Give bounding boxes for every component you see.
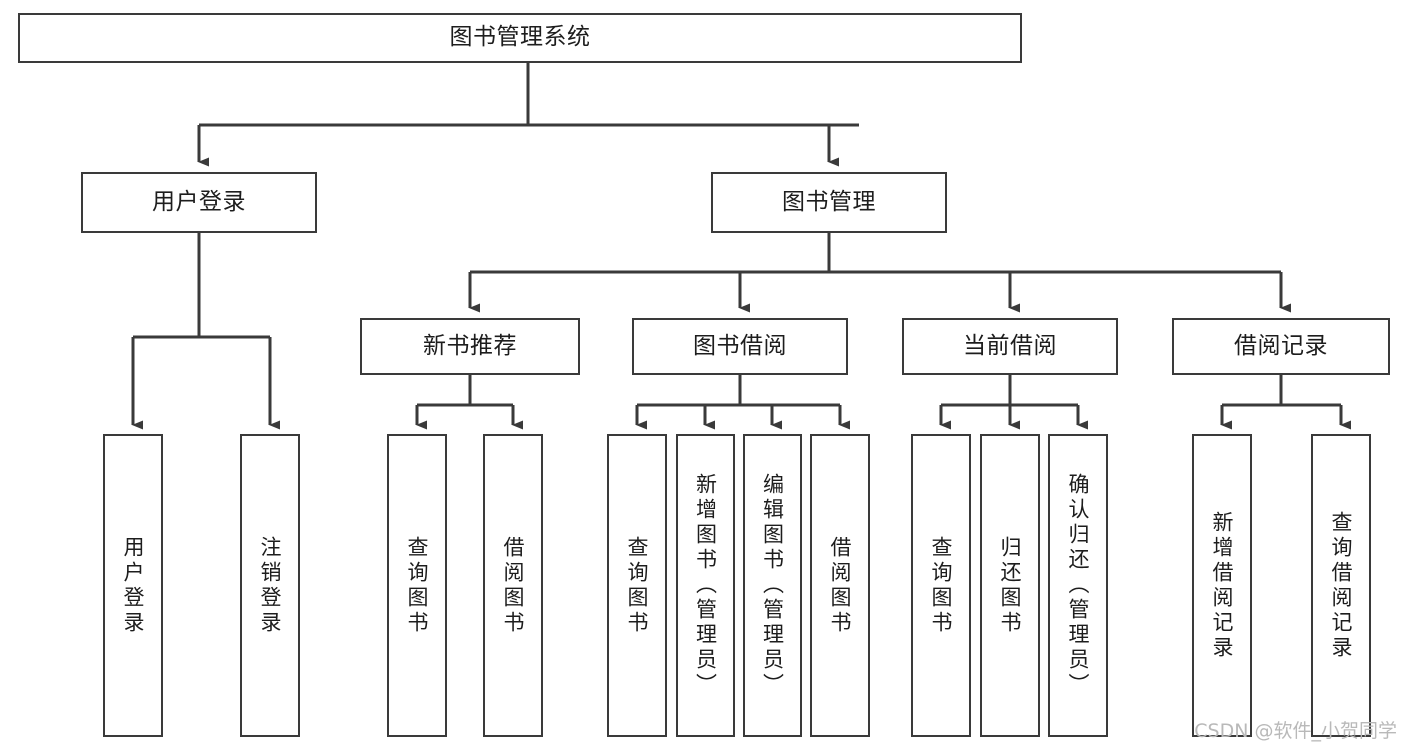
node-leaf-edit-book[interactable]: 编辑图书（管理员） [743,434,802,737]
node-leaf-edit-book-label: 编辑图书（管理员） [760,473,785,698]
node-book-manage-label: 图书管理 [782,188,876,215]
node-leaf-return-book[interactable]: 归还图书 [980,434,1040,737]
node-leaf-confirm-return-label: 确认归还（管理员） [1066,473,1091,698]
node-leaf-query-record-label: 查询借阅记录 [1329,510,1354,661]
node-leaf-borrow-book-2-label: 借阅图书 [828,535,853,636]
node-root-label: 图书管理系统 [449,24,591,51]
node-book-borrow-label: 图书借阅 [693,332,787,359]
node-book-manage[interactable]: 图书管理 [711,172,947,233]
node-leaf-query-book-2-label: 查询图书 [625,535,650,636]
node-leaf-borrow-book-1[interactable]: 借阅图书 [483,434,543,737]
node-leaf-query-book-3[interactable]: 查询图书 [911,434,971,737]
node-leaf-logout-label: 注销登录 [258,535,283,636]
node-current-borrow-label: 当前借阅 [963,332,1057,359]
node-leaf-add-book-label: 新增图书（管理员） [693,473,718,698]
node-leaf-return-book-label: 归还图书 [998,535,1023,636]
node-leaf-add-record-label: 新增借阅记录 [1210,510,1235,661]
node-leaf-borrow-book-2[interactable]: 借阅图书 [810,434,870,737]
node-leaf-add-record[interactable]: 新增借阅记录 [1192,434,1252,737]
node-borrow-record-label: 借阅记录 [1234,332,1328,359]
node-borrow-record[interactable]: 借阅记录 [1172,318,1390,375]
node-leaf-add-book[interactable]: 新增图书（管理员） [676,434,735,737]
node-leaf-borrow-book-1-label: 借阅图书 [501,535,526,636]
node-leaf-query-book-1[interactable]: 查询图书 [387,434,447,737]
node-leaf-query-book-3-label: 查询图书 [929,535,954,636]
node-leaf-logout[interactable]: 注销登录 [240,434,300,737]
node-leaf-query-book-2[interactable]: 查询图书 [607,434,667,737]
node-leaf-query-book-1-label: 查询图书 [405,535,430,636]
node-leaf-confirm-return[interactable]: 确认归还（管理员） [1048,434,1108,737]
node-root[interactable]: 图书管理系统 [18,13,1022,63]
node-leaf-user-login-label: 用户登录 [121,535,146,636]
watermark: CSDN @软件_小贺同学 [1194,720,1397,742]
node-new-book-rec-label: 新书推荐 [423,332,517,359]
node-leaf-user-login[interactable]: 用户登录 [103,434,163,737]
node-current-borrow[interactable]: 当前借阅 [902,318,1118,375]
node-user-login[interactable]: 用户登录 [81,172,317,233]
node-new-book-rec[interactable]: 新书推荐 [360,318,580,375]
node-book-borrow[interactable]: 图书借阅 [632,318,848,375]
node-leaf-query-record[interactable]: 查询借阅记录 [1311,434,1371,737]
node-user-login-label: 用户登录 [152,188,246,215]
